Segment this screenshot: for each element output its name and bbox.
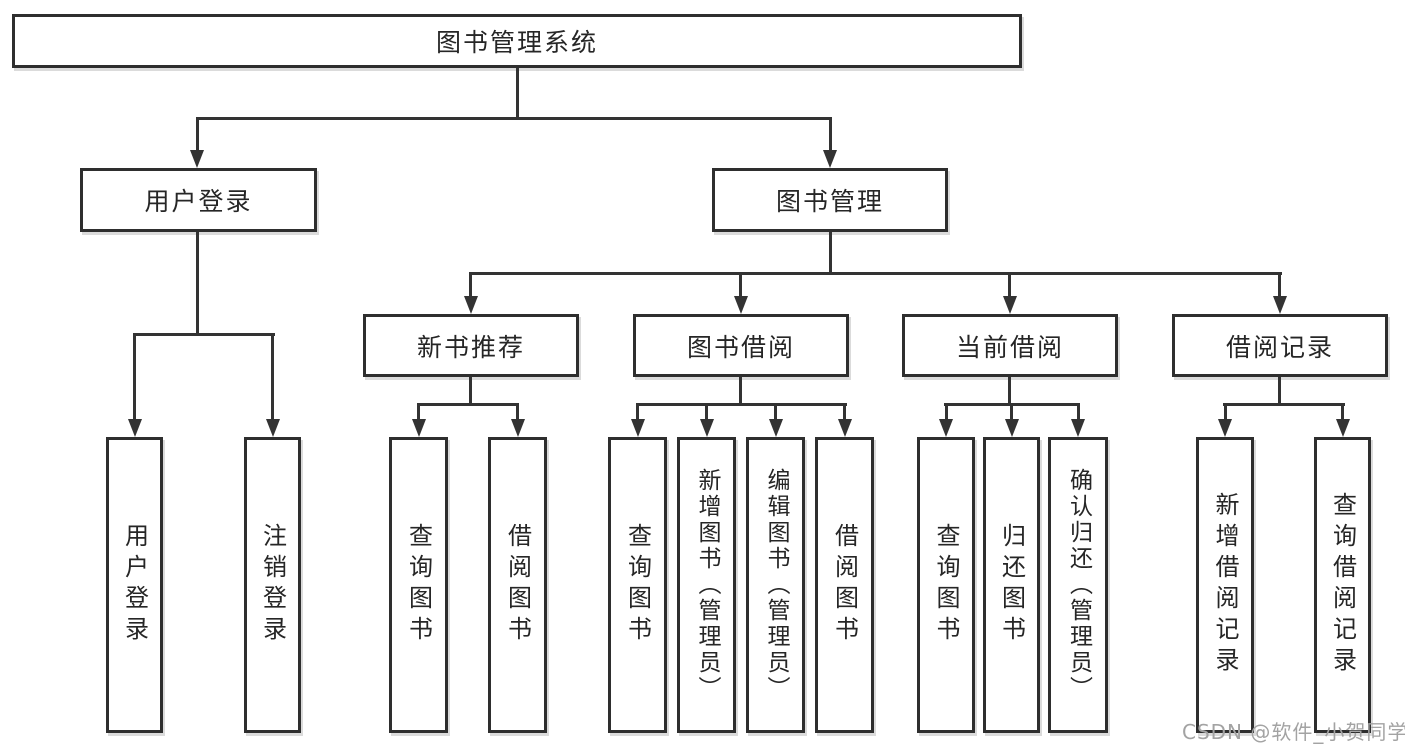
- connector-vline: [133, 333, 136, 419]
- node-book-management-branch: 图书管理: [712, 168, 948, 232]
- arrowhead-down-icon: [412, 419, 426, 437]
- connector-vline: [1341, 403, 1344, 419]
- node-confirm-return-admin: 确认归还（管理员）: [1048, 437, 1108, 733]
- node-recommend-query-books: 查询图书: [389, 437, 448, 733]
- arrowhead-down-icon: [823, 150, 837, 168]
- node-current-query-books: 查询图书: [917, 437, 975, 733]
- arrowhead-down-icon: [511, 419, 525, 437]
- connector-vline: [196, 232, 199, 336]
- node-login: 用户登录: [106, 437, 163, 733]
- arrowhead-down-icon: [1005, 419, 1019, 437]
- node-borrowing-records: 借阅记录: [1172, 314, 1388, 377]
- node-add-borrow-record: 新增借阅记录: [1196, 437, 1254, 733]
- csdn-watermark: CSDN @软件_小贺同学: [1182, 720, 1405, 744]
- connector-vline: [843, 403, 846, 419]
- arrowhead-down-icon: [1273, 296, 1287, 314]
- node-borrowing-borrow-books: 借阅图书: [815, 437, 874, 733]
- connector-vline: [469, 377, 472, 406]
- node-add-books-admin: 新增图书（管理员）: [677, 437, 736, 733]
- node-logout: 注销登录: [244, 437, 301, 733]
- connector-vline: [1008, 377, 1011, 406]
- connector-vline: [1077, 403, 1080, 419]
- arrowhead-down-icon: [700, 419, 714, 437]
- connector-vline: [774, 403, 777, 419]
- connector-hline: [636, 403, 847, 406]
- arrowhead-down-icon: [631, 419, 645, 437]
- arrowhead-down-icon: [128, 419, 142, 437]
- node-new-book-recommend: 新书推荐: [363, 314, 579, 377]
- arrowhead-down-icon: [266, 419, 280, 437]
- arrowhead-down-icon: [1218, 419, 1232, 437]
- connector-vline: [516, 68, 519, 120]
- connector-vline: [1278, 272, 1281, 296]
- connector-vline: [829, 232, 832, 275]
- connector-vline: [196, 117, 199, 150]
- node-recommend-borrow-books: 借阅图书: [488, 437, 547, 733]
- node-edit-books-admin: 编辑图书（管理员）: [746, 437, 805, 733]
- connector-vline: [1010, 403, 1013, 419]
- arrowhead-down-icon: [769, 419, 783, 437]
- connector-vline: [469, 272, 472, 296]
- connector-vline: [1278, 377, 1281, 406]
- connector-hline: [469, 272, 1282, 275]
- arrowhead-down-icon: [939, 419, 953, 437]
- connector-vline: [705, 403, 708, 419]
- connector-vline: [739, 272, 742, 296]
- connector-vline: [1008, 272, 1011, 296]
- node-return-books: 归还图书: [983, 437, 1040, 733]
- connector-vline: [829, 117, 832, 150]
- connector-hline: [196, 117, 832, 120]
- connector-vline: [636, 403, 639, 419]
- arrowhead-down-icon: [734, 296, 748, 314]
- connector-vline: [945, 403, 948, 419]
- arrowhead-down-icon: [190, 150, 204, 168]
- arrowhead-down-icon: [838, 419, 852, 437]
- connector-vline: [1224, 403, 1227, 419]
- connector-vline: [516, 403, 519, 419]
- connector-hline: [417, 403, 519, 406]
- node-user-login-branch: 用户登录: [80, 168, 317, 232]
- arrowhead-down-icon: [1003, 296, 1017, 314]
- arrowhead-down-icon: [464, 296, 478, 314]
- arrowhead-down-icon: [1071, 419, 1085, 437]
- connector-vline: [271, 333, 274, 419]
- node-book-borrowing: 图书借阅: [633, 314, 849, 377]
- node-root-system: 图书管理系统: [12, 14, 1022, 68]
- connector-vline: [417, 403, 420, 419]
- node-borrowing-query-books: 查询图书: [608, 437, 667, 733]
- connector-vline: [739, 377, 742, 406]
- arrowhead-down-icon: [1336, 419, 1350, 437]
- node-current-borrowing: 当前借阅: [902, 314, 1118, 377]
- connector-hline: [133, 333, 275, 336]
- connector-hline: [1223, 403, 1345, 406]
- node-query-borrow-record: 查询借阅记录: [1314, 437, 1371, 733]
